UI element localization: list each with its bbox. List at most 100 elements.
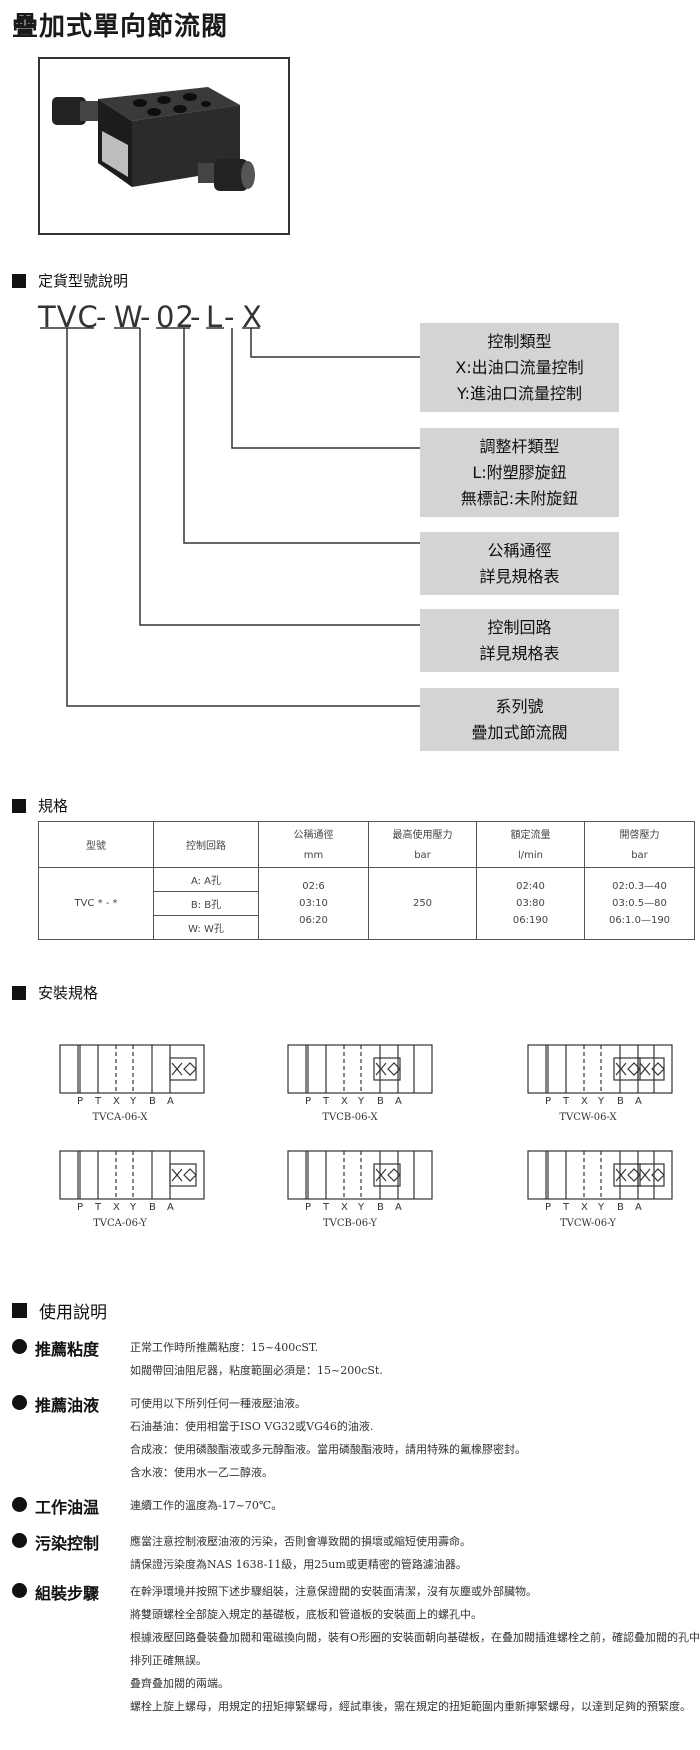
spec-header-model: 型號 <box>38 821 154 868</box>
usage-item: 推薦油液 可使用以下所列任何一種液壓油液。石油基油：使用相當于ISO VG32或V… <box>12 1392 700 1484</box>
code-sep: - <box>224 300 236 334</box>
spec-header-crack: 開啓壓力 <box>584 821 695 845</box>
port-label: X <box>341 1096 348 1107</box>
code-connector-lines <box>40 327 420 707</box>
port-label: P <box>77 1096 84 1107</box>
hydraulic-symbol-tvcw-06-x <box>527 1044 673 1094</box>
usage-text: 在幹淨環境并按照下述步驟組裝，注意保證閥的安裝面清潔，沒有灰塵或外部臟物。將雙頭… <box>130 1580 700 1718</box>
port-label: P <box>545 1202 552 1213</box>
diagram-caption: TVCA-06-Y <box>93 1218 147 1229</box>
usage-label: 推薦粘度 <box>35 1340 100 1359</box>
port-label: T <box>323 1096 330 1107</box>
bullet-dot-icon <box>12 1533 27 1548</box>
diagram-caption: TVCW-06-X <box>559 1112 617 1123</box>
spec-header-size: 公稱通徑 <box>258 821 369 845</box>
usage-line: 螺栓上旋上螺母，用規定的扭矩擰緊螺母，經試車後，需在規定的扭矩範圍内重新擰緊螺母… <box>130 1700 691 1713</box>
port-label: P <box>305 1096 312 1107</box>
usage-text: 連續工作的溫度為-17~70℃。 <box>130 1494 700 1518</box>
usage-label: 工作油温 <box>35 1498 100 1517</box>
bullet-dot-icon <box>12 1339 27 1354</box>
usage-line: 合成液：使用磷酸酯液或多元醇酯液。當用磷酸酯液時，請用特殊的氟橡膠密封。 <box>130 1443 526 1456</box>
spec-crack-cell: 02:0.3—40 03:0.5—80 06:1.0—190 <box>584 867 695 940</box>
hydraulic-symbol-tvcw-06-y <box>527 1150 673 1200</box>
square-bullet-icon <box>12 798 26 813</box>
port-label: T <box>563 1096 570 1107</box>
bullet-dot-icon <box>12 1395 27 1410</box>
spec-table: 型號 控制回路 公稱通徑 最高使用壓力 額定流量 開啓壓力 mm bar l/m… <box>38 821 695 940</box>
spec-heading: 規格 <box>12 795 68 816</box>
usage-item: 污染控制應當注意控制液壓油液的污染，否則會導致閥的損壞或縮短使用壽命。請保證污染… <box>12 1530 700 1576</box>
code-sep: - <box>96 300 108 334</box>
port-label: B <box>617 1202 624 1213</box>
square-bullet-icon <box>12 273 26 288</box>
diagram-caption: TVCB-06-X <box>322 1112 378 1123</box>
port-label: B <box>149 1096 156 1107</box>
diagram-caption: TVCA-06-X <box>92 1112 148 1123</box>
usage-line: 根據液壓回路叠裝叠加閥和電磁換向閥，裝有O形圈的安裝面朝向基礎板，在叠加閥插進螺… <box>130 1631 700 1667</box>
port-label: A <box>167 1202 174 1213</box>
code-control: X <box>242 300 263 334</box>
valve-image <box>40 59 288 233</box>
square-bullet-icon <box>12 985 26 1000</box>
port-label: B <box>377 1202 384 1213</box>
usage-line: 在幹淨環境并按照下述步驟組裝，注意保證閥的安裝面清潔，沒有灰塵或外部臟物。 <box>130 1585 537 1598</box>
usage-line: 連續工作的溫度為-17~70℃。 <box>130 1499 283 1512</box>
usage-text: 應當注意控制液壓油液的污染，否則會導致閥的損壞或縮短使用壽命。請保證污染度為NA… <box>130 1530 700 1576</box>
bullet-dot-icon <box>12 1583 27 1598</box>
usage-text: 可使用以下所列任何一種液壓油液。石油基油：使用相當于ISO VG32或VG46的… <box>130 1392 700 1484</box>
spec-header-pressure: 最高使用壓力 <box>368 821 477 845</box>
port-label: Y <box>130 1202 137 1213</box>
port-label: T <box>95 1096 102 1107</box>
port-label: Y <box>598 1096 605 1107</box>
port-label: A <box>167 1096 174 1107</box>
usage-line: 叠齊叠加閥的兩端。 <box>130 1677 229 1690</box>
spec-model-cell: TVC * - * <box>38 867 154 940</box>
code-box-series: 系列號 疊加式節流閥 <box>420 688 619 751</box>
port-label: X <box>581 1096 588 1107</box>
spec-unit-size: mm <box>258 844 369 868</box>
port-label: B <box>149 1202 156 1213</box>
product-photo <box>38 57 290 235</box>
port-label: X <box>113 1096 120 1107</box>
port-label: B <box>377 1096 384 1107</box>
hydraulic-symbol-tvcb-06-y <box>287 1150 433 1200</box>
spec-pressure-cell: 250 <box>368 867 477 940</box>
port-label: P <box>305 1202 312 1213</box>
port-label: Y <box>130 1096 137 1107</box>
spec-flow-cell: 02:40 03:80 06:190 <box>476 867 585 940</box>
usage-line: 含水液：使用水一乙二醇液。 <box>130 1466 273 1479</box>
port-label: T <box>563 1202 570 1213</box>
port-label: X <box>113 1202 120 1213</box>
usage-text: 正常工作時所推薦粘度：15~400cST.如閥帶回油阻尼器，粘度範圍必須是：15… <box>130 1336 700 1382</box>
usage-line: 請保證污染度為NAS 1638-11級，用25um或更精密的管路濾油器。 <box>130 1558 467 1571</box>
port-label: A <box>635 1202 642 1213</box>
usage-line: 石油基油：使用相當于ISO VG32或VG46的油液. <box>130 1420 374 1433</box>
ordering-heading: 定貨型號說明 <box>12 270 128 291</box>
hydraulic-symbol-tvcb-06-x <box>287 1044 433 1094</box>
spec-header-circuit: 控制回路 <box>153 821 259 868</box>
spec-unit-pressure: bar <box>368 844 477 868</box>
port-label: B <box>617 1096 624 1107</box>
usage-line: 如閥帶回油阻尼器，粘度範圍必須是：15~200cSt. <box>130 1364 383 1377</box>
code-box-control-type: 控制類型 X:出油口流量控制 Y:進油口流量控制 <box>420 323 619 412</box>
port-label: Y <box>598 1202 605 1213</box>
code-box-circuit: 控制回路 詳見規格表 <box>420 609 619 672</box>
diagram-caption: TVCW-06-Y <box>559 1218 617 1229</box>
spec-circuit-cell: B: B孔 <box>153 891 259 916</box>
port-label: X <box>341 1202 348 1213</box>
usage-item: 推薦粘度 正常工作時所推薦粘度：15~400cST.如閥帶回油阻尼器，粘度範圍必須… <box>12 1336 700 1382</box>
port-label: Y <box>358 1202 365 1213</box>
port-label: P <box>545 1096 552 1107</box>
code-sep: - <box>190 300 202 334</box>
bullet-dot-icon <box>12 1497 27 1512</box>
usage-heading: 使用說明 <box>12 1298 107 1323</box>
usage-line: 將雙頭螺栓全部旋入規定的基礎板，底板和管道板的安裝面上的螺孔中。 <box>130 1608 482 1621</box>
spec-size-cell: 02:6 03:10 06:20 <box>258 867 369 940</box>
code-box-size: 公稱通徑 詳見規格表 <box>420 532 619 595</box>
usage-label: 推薦油液 <box>35 1396 100 1415</box>
port-label: A <box>635 1096 642 1107</box>
port-label: A <box>395 1202 402 1213</box>
port-label: P <box>77 1202 84 1213</box>
usage-item: 工作油温 連續工作的溫度為-17~70℃。 <box>12 1494 700 1518</box>
code-knob: L <box>206 300 224 334</box>
